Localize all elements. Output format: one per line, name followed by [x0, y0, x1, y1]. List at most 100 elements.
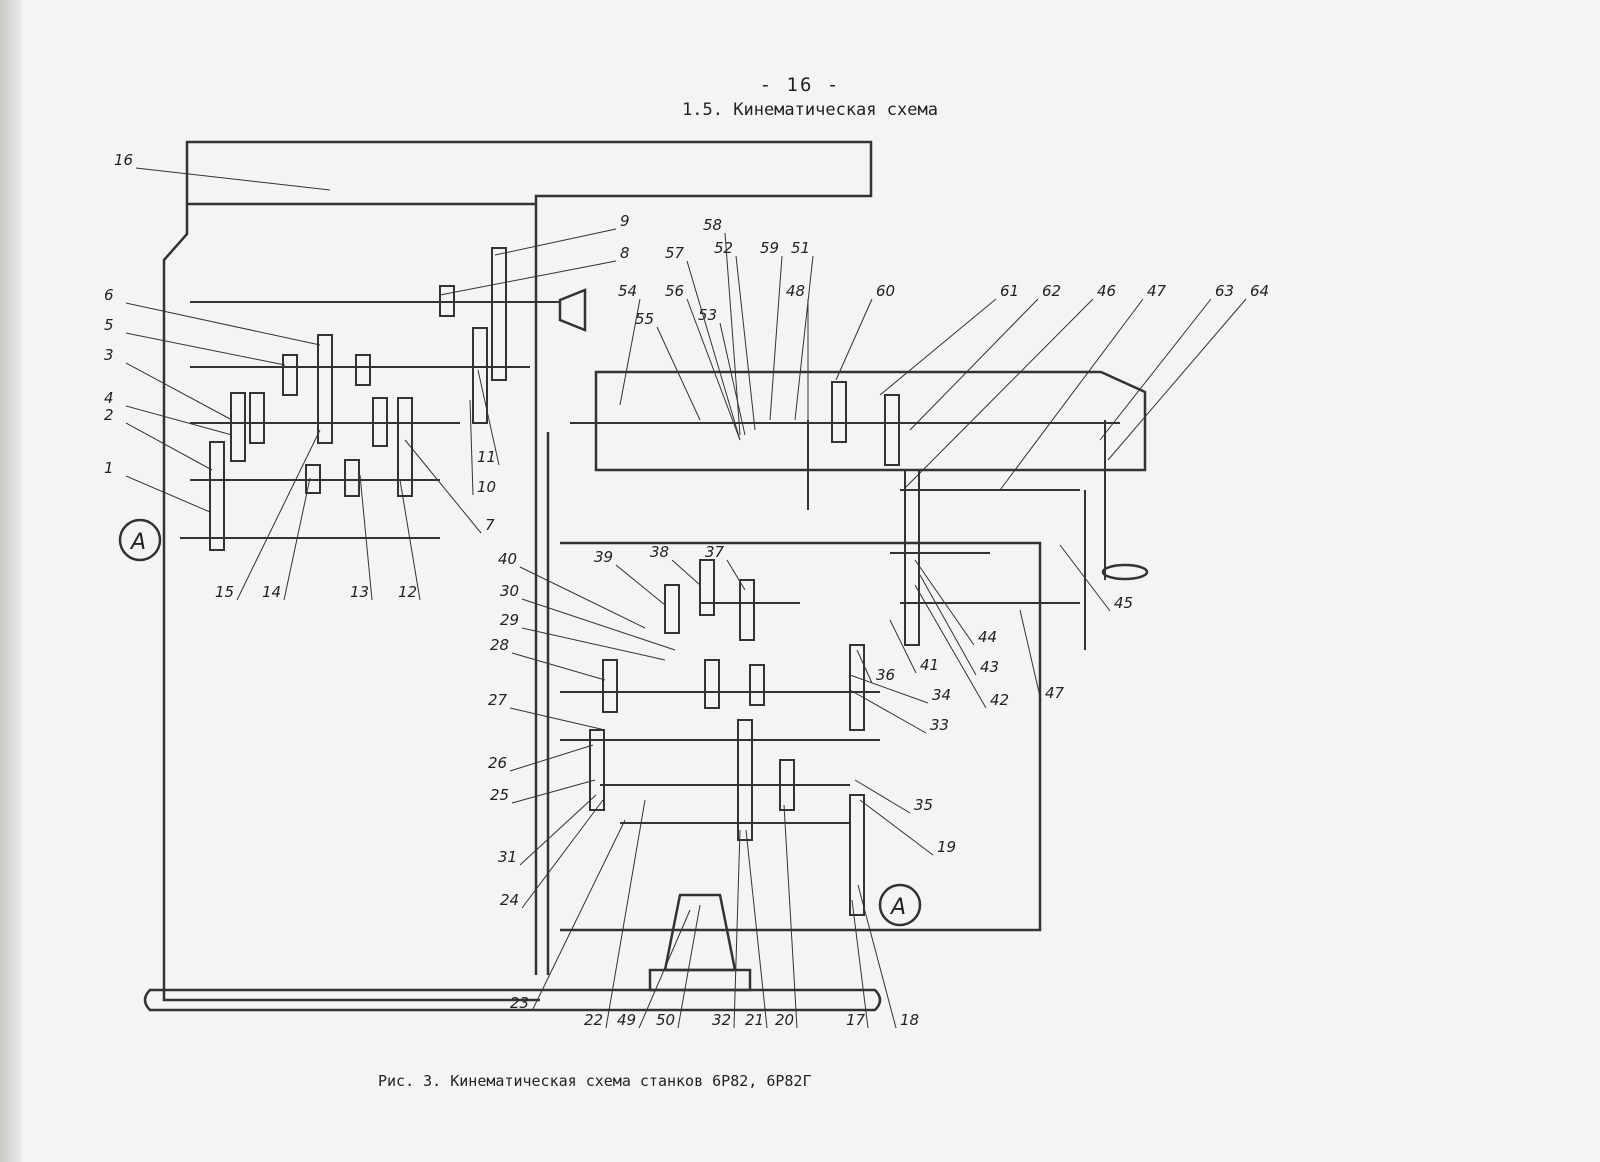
leader-line-42	[914, 584, 987, 709]
part-label-13: 13	[350, 583, 369, 601]
part-label-28: 28	[490, 636, 509, 654]
leader-line-36	[856, 649, 873, 684]
leader-line-26	[509, 744, 594, 772]
part-label-29: 29	[500, 611, 519, 629]
part-label-45: 45	[1114, 594, 1133, 612]
part-label-14: 14	[262, 583, 281, 601]
leader-line-18	[857, 884, 897, 1029]
part-label-5: 5	[104, 316, 114, 334]
leader-line-27	[509, 707, 606, 731]
part-label-7: 7	[485, 516, 495, 534]
leader-line-46	[904, 298, 1094, 489]
leader-line-63	[909, 298, 1039, 431]
leader-line-2	[125, 422, 213, 471]
leader-line-20	[783, 804, 798, 1029]
section-marker-circle-right	[878, 883, 922, 927]
leader-line-13	[359, 474, 373, 601]
part-label-41: 41	[920, 656, 939, 674]
leader-line-28	[511, 652, 606, 681]
leader-line-8	[439, 260, 617, 296]
leader-line-54	[719, 322, 746, 436]
part-label-27: 27	[488, 691, 508, 709]
leader-line-55	[619, 298, 641, 406]
leader-line-39	[615, 564, 666, 606]
leader-line-25	[511, 779, 596, 804]
leader-line-53	[735, 255, 756, 431]
leader-line-23	[531, 819, 626, 1012]
part-label-3: 3	[104, 346, 114, 364]
leader-line-45	[1059, 544, 1111, 612]
page-number: - 16 -	[759, 74, 841, 96]
part-label-9: 9	[620, 212, 630, 230]
leader-line-33	[849, 689, 927, 734]
section-title: 1.5. Кинематическая схема	[682, 100, 938, 120]
part-label-4: 4	[104, 389, 114, 407]
leader-line-11	[477, 369, 500, 466]
part-label-50: 49	[617, 1011, 636, 1029]
leader-line-41	[889, 619, 917, 674]
section-marker-left: А	[129, 530, 146, 555]
leader-line-35	[854, 779, 911, 814]
part-label-36: 36	[876, 666, 895, 684]
part-label-26: 26	[488, 754, 507, 772]
part-label-19: 19	[937, 838, 956, 856]
leader-line-21	[745, 829, 768, 1029]
part-label-38: 38	[650, 543, 669, 561]
gears	[209, 247, 920, 916]
part-label-6: 6	[104, 286, 114, 304]
part-label-8: 8	[620, 244, 630, 262]
part-label-11: 11	[477, 448, 496, 466]
part-label-57: 56	[665, 282, 684, 300]
part-label-61: 60	[876, 282, 895, 300]
part-label-32: 32	[712, 1011, 731, 1029]
part-label-31: 31	[498, 848, 517, 866]
leader-line-1	[125, 475, 211, 513]
leader-line-57	[686, 298, 741, 441]
part-label-48: 47	[1045, 684, 1065, 702]
part-label-40: 40	[498, 550, 517, 568]
part-label-30: 30	[500, 582, 519, 600]
part-label-22: 22	[584, 1011, 603, 1029]
leader-line-52	[794, 255, 814, 421]
part-label-60: 59	[760, 239, 779, 257]
shafts	[180, 301, 1120, 824]
leader-line-10	[469, 399, 474, 496]
leader-line-40	[519, 566, 646, 629]
section-marker-circle-left	[118, 518, 162, 562]
part-label-35: 35	[914, 796, 933, 814]
part-label-10: 10	[477, 478, 496, 496]
part-label-21: 21	[745, 1011, 764, 1029]
part-label-33: 33	[930, 716, 949, 734]
leader-line-22	[605, 799, 646, 1029]
leader-line-44	[914, 559, 975, 646]
leader-line-24	[521, 799, 604, 909]
leader-line-61	[835, 298, 873, 381]
leader-line-51	[677, 904, 701, 1029]
part-label-24: 24	[500, 891, 519, 909]
part-label-23: 23	[510, 994, 529, 1012]
part-label-2: 2	[104, 406, 114, 424]
leader-line-37	[726, 559, 746, 591]
part-label-17: 17	[846, 1011, 866, 1029]
leader-line-59	[724, 232, 741, 436]
leader-line-17	[851, 899, 869, 1029]
leader-line-65	[1107, 298, 1247, 461]
part-label-51: 50	[656, 1011, 675, 1029]
leader-line-19	[859, 799, 934, 856]
part-label-52: 51	[791, 239, 810, 257]
leader-line-29	[521, 627, 666, 661]
leader-line-60	[769, 255, 783, 421]
leader-line-38	[671, 559, 701, 586]
leader-line-16	[135, 167, 331, 191]
leader-line-48	[1019, 609, 1042, 702]
leader-line-12	[399, 479, 421, 601]
part-label-46: 46	[1097, 282, 1116, 300]
part-label-39: 39	[594, 548, 613, 566]
leader-line-47	[999, 298, 1144, 491]
part-label-63: 62	[1042, 282, 1061, 300]
leader-line-4	[125, 405, 233, 436]
part-label-59: 58	[703, 216, 722, 234]
figure-caption: Рис. 3. Кинематическая схема станков 6Р8…	[378, 1072, 812, 1090]
